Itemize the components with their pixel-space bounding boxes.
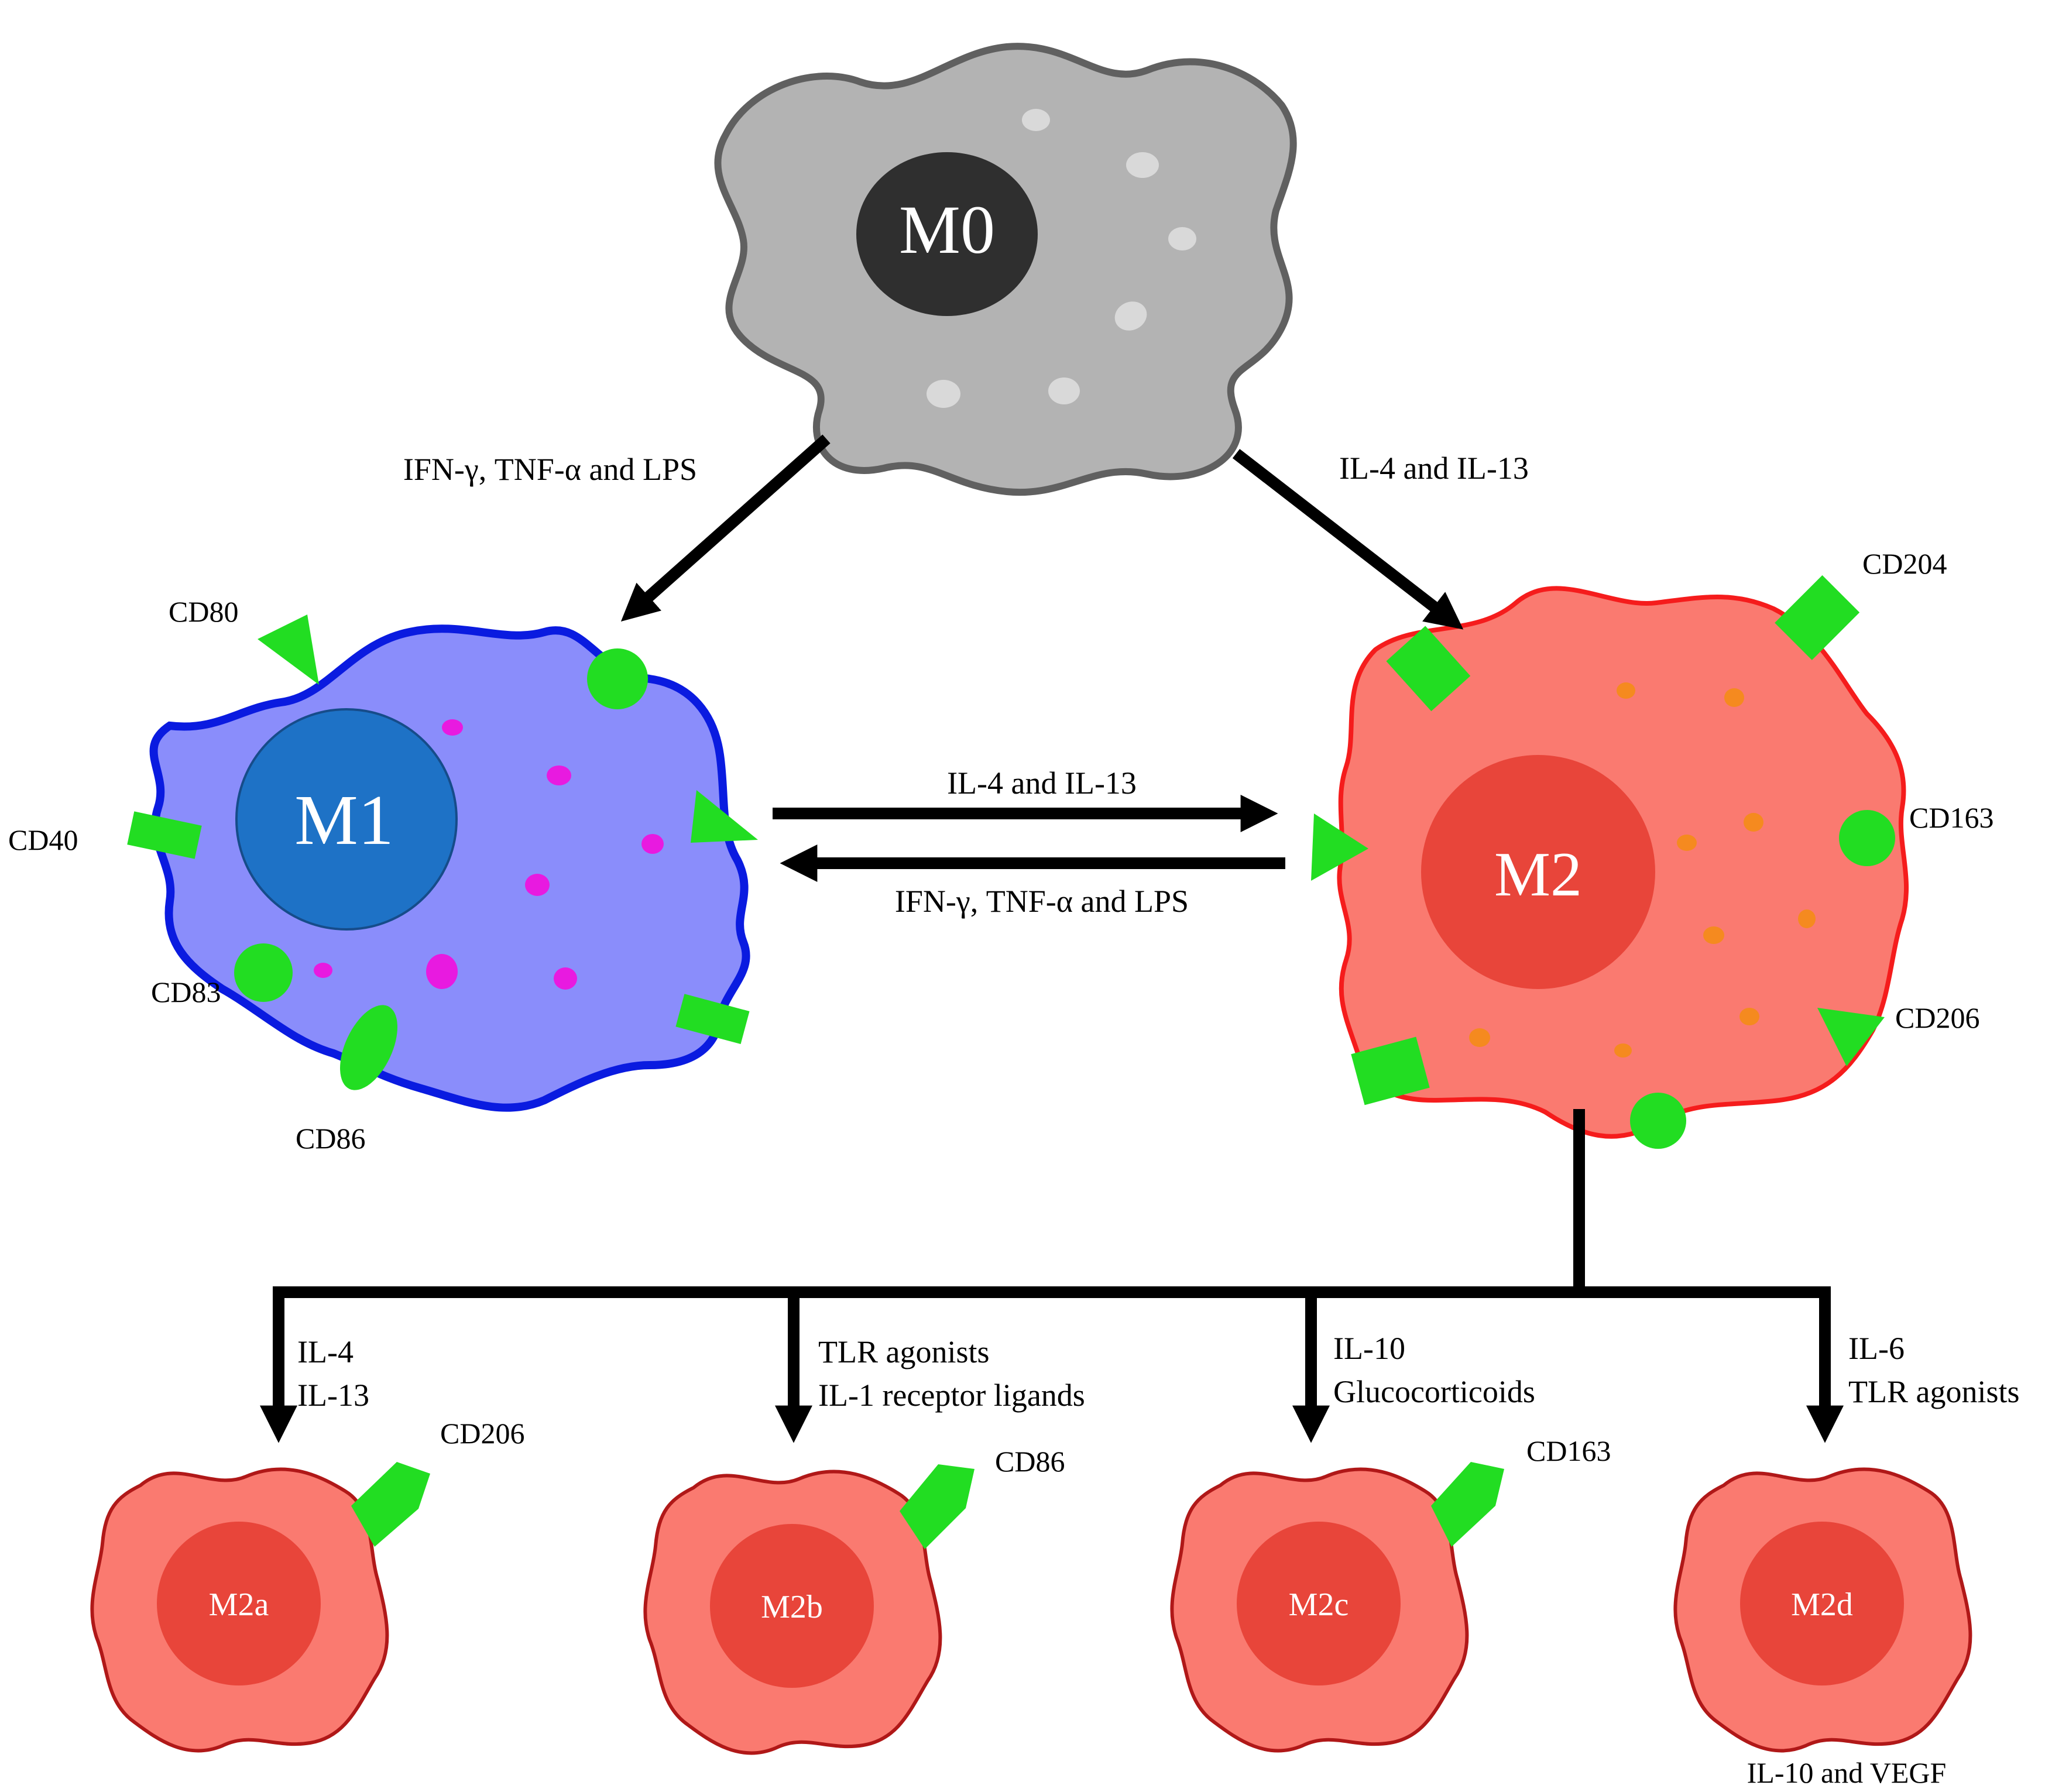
m2b-cell: M2b [645,1464,975,1753]
m1-cell: M1 [127,615,758,1112]
m0-nucleus [856,152,1038,316]
polarization-arrows [620,434,1464,883]
m2d-label: M2d [1791,1587,1853,1623]
m2-markers [1311,575,1895,1149]
m2-square-receptor [1351,1036,1430,1106]
cd86-label: CD86 [296,1122,365,1155]
m2c-label: M2c [1289,1587,1349,1623]
m2a-marker-label: CD206 [440,1417,524,1450]
m1-label: M1 [294,781,393,860]
m1-rect-receptor [675,994,750,1045]
m2-subtype-tree [259,1109,1844,1443]
cd86-marker [900,1464,975,1549]
cd163-marker [1431,1462,1504,1547]
m0-to-m1-stimulus: IFN-γ, TNF-α and LPS [403,452,697,487]
m2c-stimulus-1: IL-10 [1333,1331,1405,1366]
m1-to-m2-stimulus: IL-4 and IL-13 [947,765,1137,801]
cd83-label: CD83 [151,976,221,1008]
cd80-label: CD80 [169,595,238,628]
m2c-cell: M2c [1172,1462,1504,1751]
m2a-label: M2a [209,1587,269,1623]
m2b-marker-label: CD86 [995,1445,1065,1478]
m1-granules [314,719,664,990]
m2c-stimulus-2: Glucocorticoids [1333,1374,1535,1409]
cd206-receptor [1817,1008,1885,1066]
m1-round-receptor [587,648,648,709]
m2d-secretion-label: IL-10 and VEGF [1747,1756,1947,1789]
m1-cell-body [149,624,750,1112]
m0-cell: M0 [714,43,1297,496]
m2-label: M2 [1494,840,1582,909]
m2d-stimulus-1: IL-6 [1848,1331,1905,1366]
m2-triangle-left-receptor [1311,813,1368,881]
cd206-label: CD206 [1895,1001,1979,1034]
m1-markers [127,615,758,1090]
m2a-cell: M2a [92,1462,430,1751]
m2a-stimulus-1: IL-4 [297,1334,354,1369]
cd204-label: CD204 [1862,547,1947,580]
m2d-nucleus [1740,1522,1904,1685]
m2d-stimulus-2: TLR agonists [1848,1374,2020,1409]
m2-nucleus [1421,755,1655,989]
m2-diamond-receptor [1386,626,1471,712]
stimulus-labels: IFN-γ, TNF-α and LPS IL-4 and IL-13 IL-4… [297,451,2020,1413]
cd40-receptor [127,811,202,859]
cd163-receptor [1839,810,1895,866]
m2-to-m1-stimulus: IFN-γ, TNF-α and LPS [895,884,1189,919]
m2a-nucleus [157,1522,321,1685]
arrow-m0-to-m2 [1232,449,1464,630]
m2-granules [1469,682,1816,1058]
arrow-m0-to-m1 [620,434,831,622]
cd206-marker [351,1462,430,1547]
m2a-stimulus-2: IL-13 [297,1378,369,1413]
m2d-cell: M2d [1675,1469,1970,1750]
cd204-receptor [1775,575,1860,660]
m0-granules [927,109,1196,408]
m2b-label: M2b [761,1589,823,1625]
m2-cell: M2 [1311,575,1909,1149]
m0-to-m2-stimulus: IL-4 and IL-13 [1339,451,1529,486]
m1-nucleus [235,708,458,931]
cd86-receptor [340,1005,397,1090]
m2b-stimulus-1: TLR agonists [818,1334,990,1369]
m2b-stimulus-2: IL-1 receptor ligands [818,1378,1085,1413]
cd40-label: CD40 [8,823,78,856]
cd163-label: CD163 [1909,801,1993,834]
m2-round-bottom-receptor [1630,1093,1686,1149]
m0-label: M0 [899,191,995,268]
m2b-nucleus [710,1524,874,1688]
m1-triangle-receptor [691,790,758,843]
m2c-nucleus [1237,1522,1401,1685]
m2c-marker-label: CD163 [1526,1434,1611,1467]
marker-labels: CD80 CD40 CD83 CD86 CD204 CD163 CD206 CD… [8,547,1993,1789]
cd83-receptor [234,943,293,1002]
cd80-receptor [258,615,319,685]
